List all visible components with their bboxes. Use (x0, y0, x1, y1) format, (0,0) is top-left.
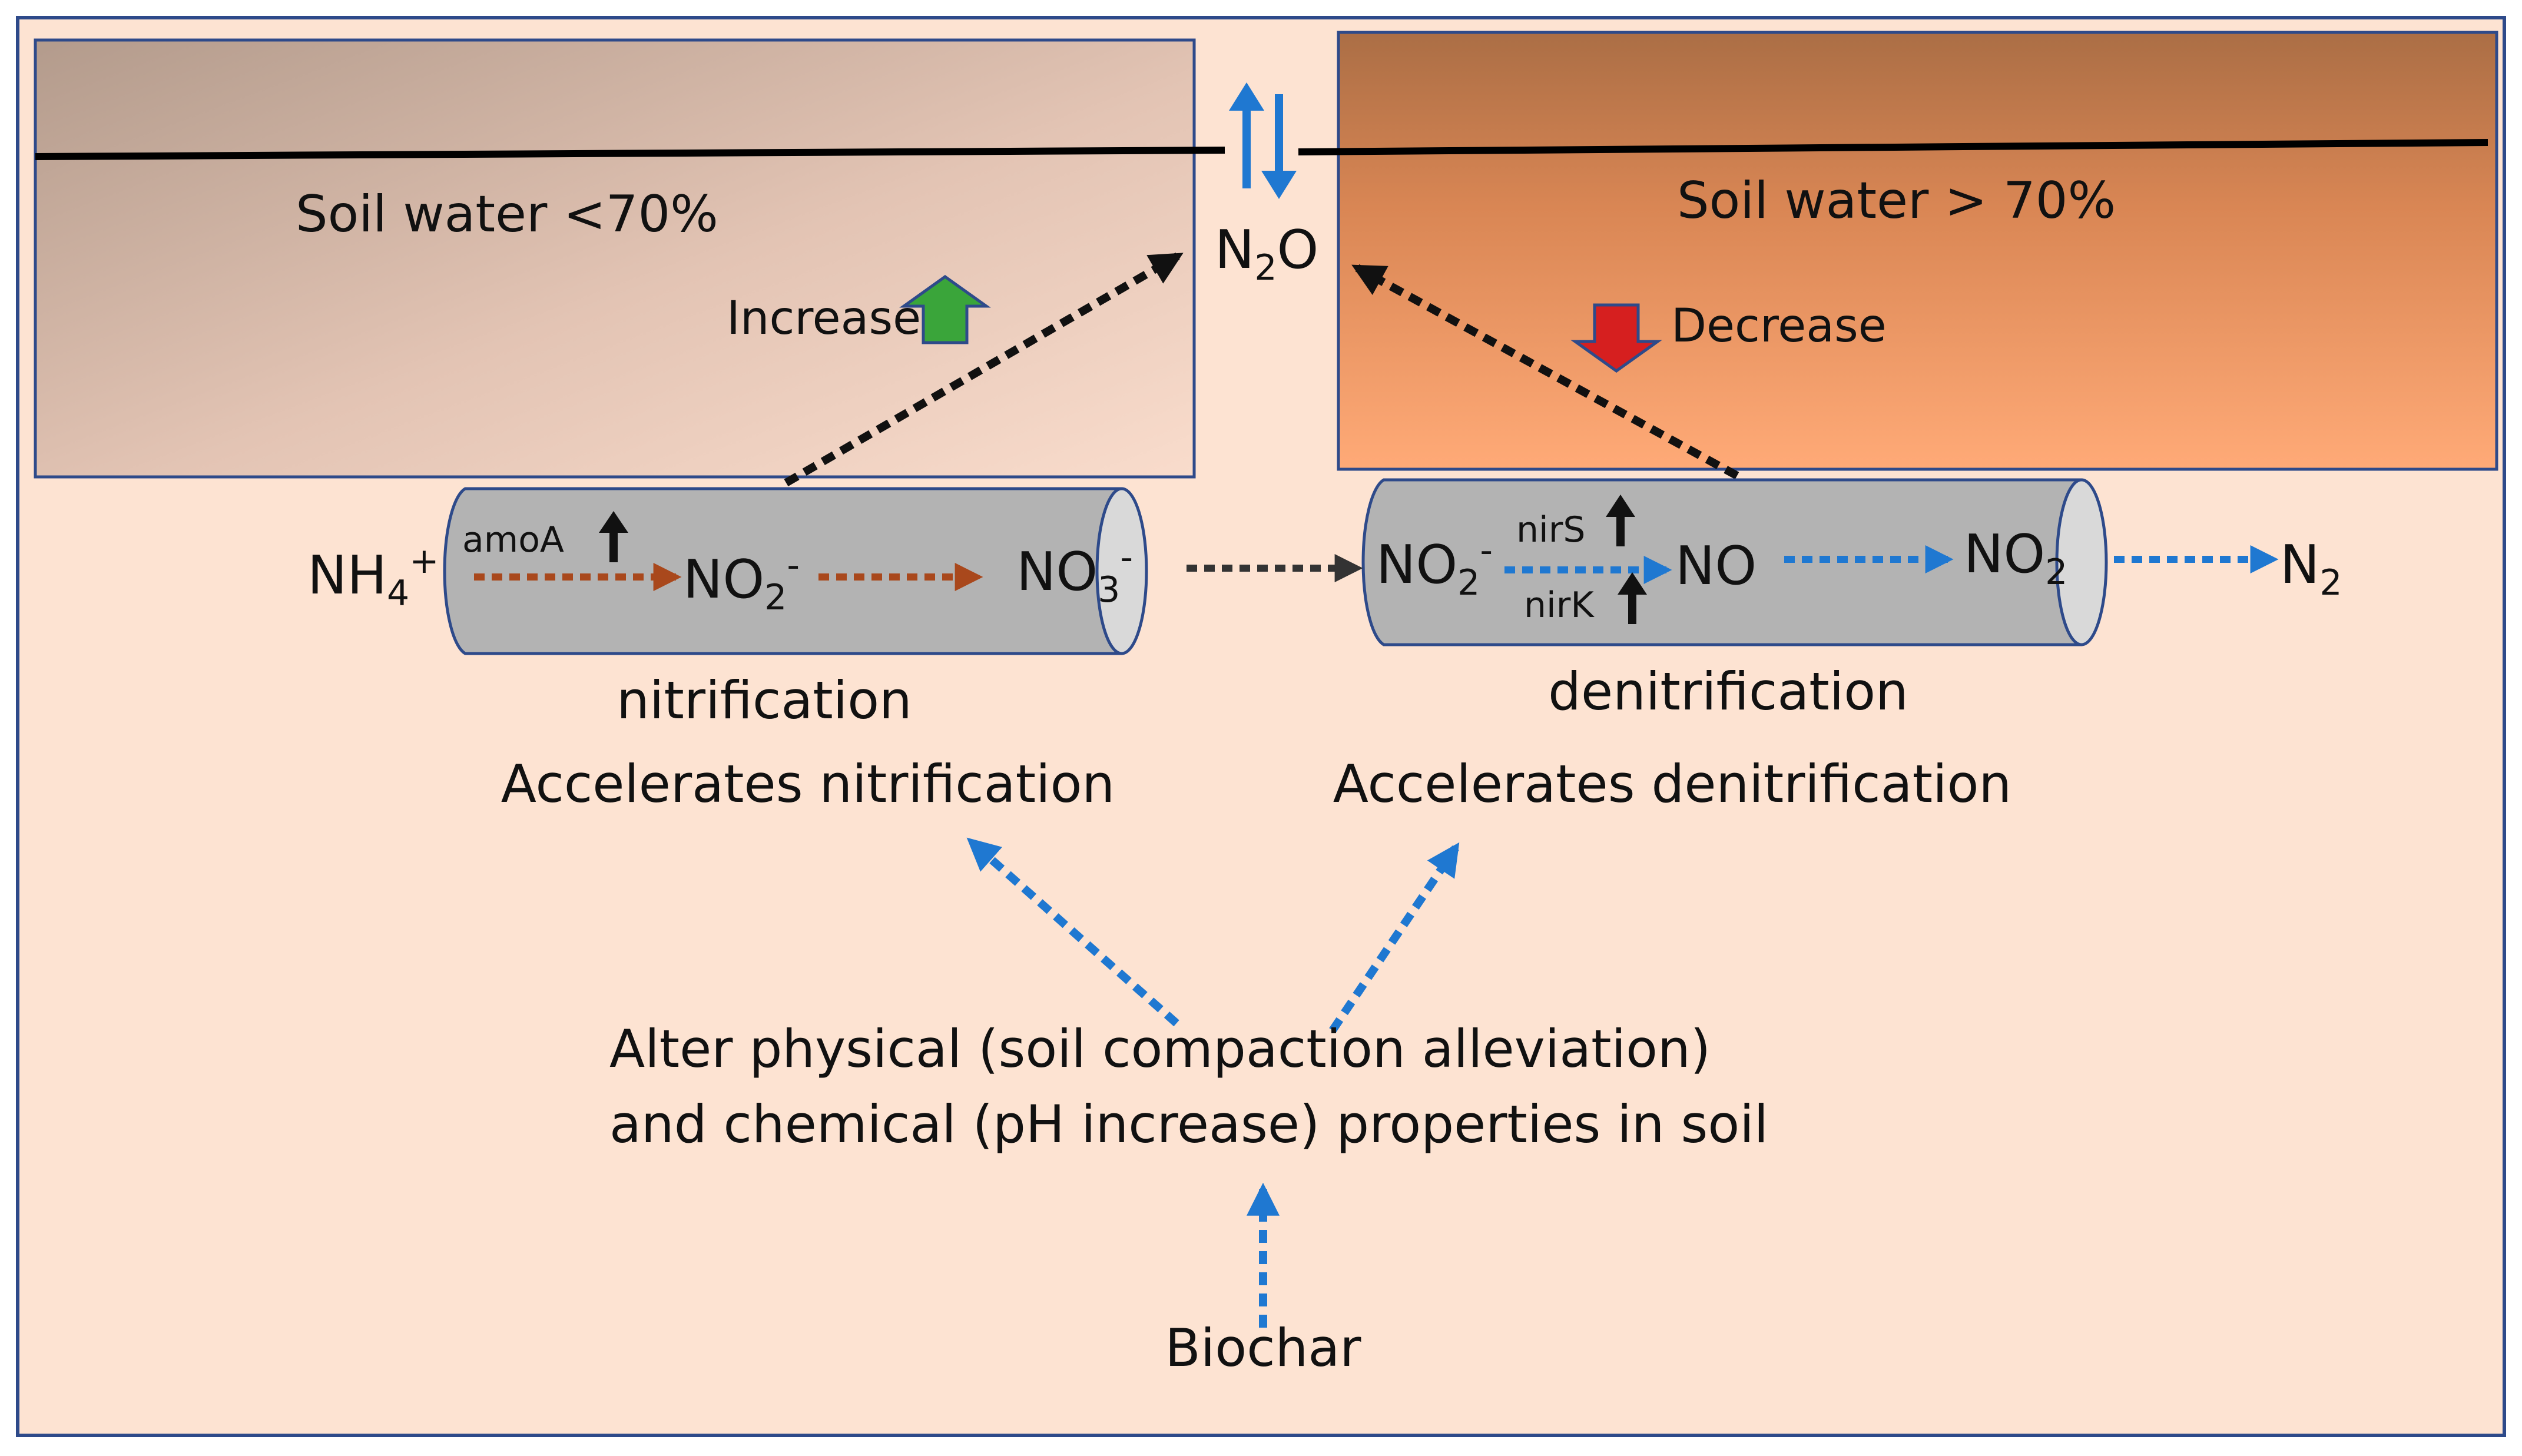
denitrification-to-n2o-arrow (1351, 264, 1739, 480)
properties-line-1: Alter physical (soil compaction alleviat… (609, 1019, 1711, 1079)
biochar-label: Biochar (1165, 1318, 1362, 1378)
wet-soil-label: Soil water > 70% (1677, 171, 2116, 230)
denitrification-no2-label: NO2- (1376, 530, 1493, 603)
no3-label: NO3- (1016, 537, 1133, 611)
nitrification-no2-label: NO2- (683, 545, 800, 618)
wet-soil-box (1337, 31, 2498, 471)
amoa-up-arrow-icon (599, 511, 628, 562)
properties-to-denitrification-arrow (1329, 842, 1460, 1033)
no-label: NO (1675, 535, 1757, 597)
decrease-label: Decrease (1671, 300, 1887, 353)
n2o-label: N2O (1215, 219, 1318, 288)
amoa-label: amoA (462, 519, 564, 560)
nirk-up-arrow-icon (1618, 572, 1647, 624)
increase-label: Increase (727, 292, 921, 345)
water-table-line-left (35, 147, 1225, 160)
properties-to-nitrification-arrow (966, 837, 1179, 1027)
nirk-label: nirK (1524, 585, 1595, 626)
nitrification-to-n2o-arrow (784, 252, 1184, 487)
properties-line-2: and chemical (pH increase) properties in… (609, 1094, 1768, 1155)
nh4-label: NH4+ (307, 540, 439, 614)
dry-soil-label: Soil water <70% (296, 185, 718, 244)
decrease-arrow-icon (1570, 303, 1662, 373)
exchange-arrows-icon (1229, 82, 1297, 199)
nitrification-label: nitrification (617, 670, 912, 731)
water-table-line-right (1298, 139, 2488, 155)
denitrification-tube (1361, 478, 2108, 646)
dry-soil-box (34, 38, 1196, 479)
nirs-up-arrow-icon (1606, 495, 1635, 546)
increase-arrow-icon (899, 274, 991, 344)
denitrification-label: denitrification (1548, 661, 1908, 722)
denitrification-no2b-label: NO2 (1964, 523, 2067, 593)
n2-label: N2 (2280, 534, 2342, 603)
nirs-label: nirS (1516, 509, 1585, 550)
accelerates-denitrification-label: Accelerates denitrification (1333, 754, 2011, 814)
accelerates-nitrification-label: Accelerates nitrification (501, 754, 1115, 814)
